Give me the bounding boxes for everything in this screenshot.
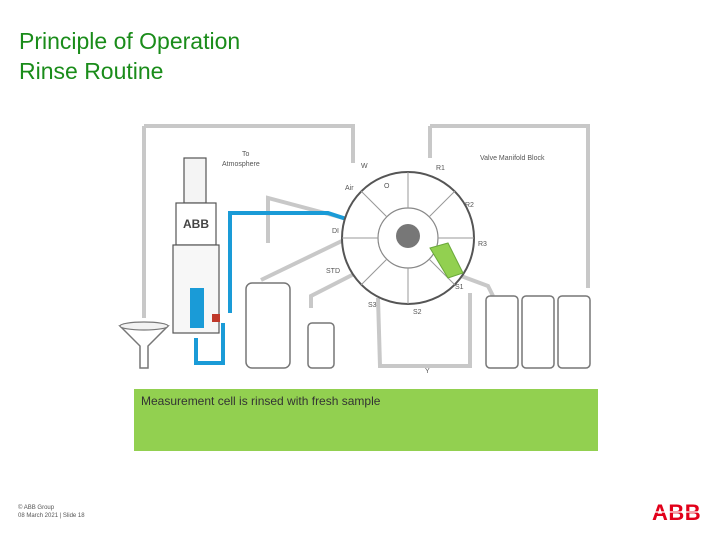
abb-unit-label: ABB (183, 217, 209, 231)
valve-manifold-wheel (341, 171, 475, 305)
footer-copyright: © ABB Group (18, 505, 55, 511)
caption-box: Measurement cell is rinsed with fresh sa… (134, 389, 598, 451)
label-r2: R2 (465, 202, 474, 209)
label-r1: R1 (436, 165, 445, 172)
caption-text: Measurement cell is rinsed with fresh sa… (141, 394, 381, 408)
title-line-1: Principle of Operation (19, 28, 241, 54)
bottles (245, 282, 591, 369)
label-std: STD (326, 268, 340, 275)
label-o: O (384, 183, 390, 190)
label-y: Y (425, 368, 430, 375)
label-air: Air (345, 185, 354, 192)
funnel-icon (118, 321, 170, 369)
slide-title: Principle of Operation Rinse Routine (19, 26, 240, 86)
label-s3: S3 (368, 302, 377, 309)
label-to: To (242, 151, 250, 158)
abb-logo: ABB (651, 500, 701, 524)
label-s1: S1 (455, 284, 464, 291)
analyser-unit: ABB (172, 157, 220, 334)
label-s2: S2 (413, 309, 422, 316)
title-line-2: Rinse Routine (19, 58, 164, 84)
label-di: DI (332, 228, 339, 235)
label-atmosphere: Atmosphere (222, 161, 260, 168)
label-w: W (361, 163, 368, 170)
label-r3: R3 (478, 241, 487, 248)
label-manifold: Valve Manifold Block (480, 155, 545, 162)
slide-footer: © ABB Group 08 March 2021 | Slide 18 (18, 504, 85, 520)
footer-date-slide: 08 March 2021 | Slide 18 (18, 513, 85, 519)
rinse-routine-diagram: ABB To Atmosphere W R1 V (118, 124, 591, 375)
